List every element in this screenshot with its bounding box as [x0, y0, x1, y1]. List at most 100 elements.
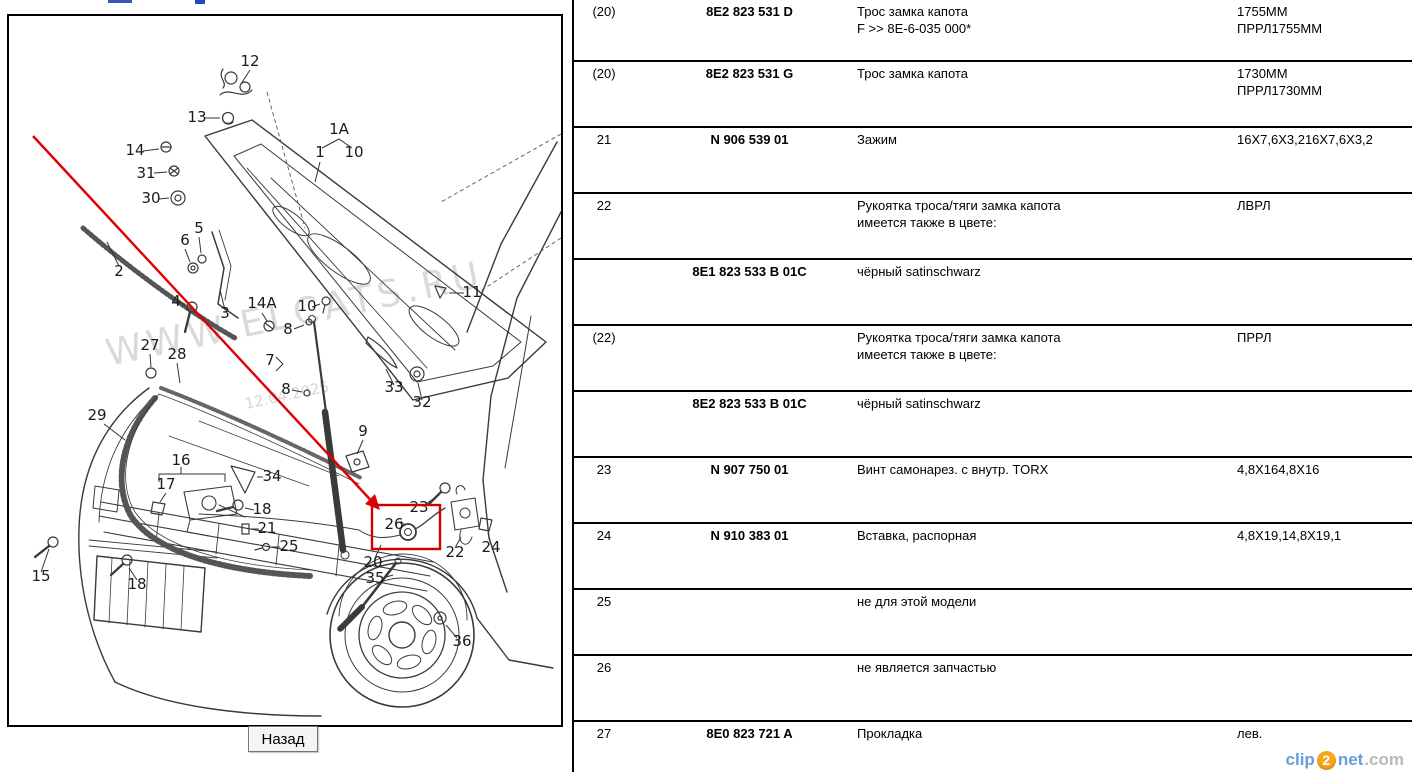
- clip2net-badge-icon: 2: [1316, 750, 1336, 770]
- table-row[interactable]: 26 не является запчастью: [574, 656, 1412, 722]
- part-number: 8E2 823 533 B 01C: [692, 396, 807, 411]
- part-position-number: (20): [592, 4, 616, 19]
- part-dimensions: лев.: [1237, 726, 1263, 741]
- diagram-part-label-13[interactable]: 13: [187, 108, 206, 126]
- part-description: Прокладка: [857, 726, 923, 741]
- part-description: чёрный satinschwarz: [857, 264, 981, 279]
- diagram-part-label-18[interactable]: 18: [127, 575, 146, 593]
- part-number: N 906 539 01: [710, 132, 789, 147]
- back-button[interactable]: Назад: [248, 726, 318, 752]
- table-row[interactable]: 21 N 906 539 01 Зажим 16X7,6X3,216X7,6X3…: [574, 128, 1412, 194]
- table-row[interactable]: 25 не для этой модели: [574, 590, 1412, 656]
- diagram-part-label-30[interactable]: 30: [141, 189, 160, 207]
- cropped-text-fragment: [195, 0, 205, 4]
- diagram-part-label-28[interactable]: 28: [167, 345, 186, 363]
- diagram-part-label-10[interactable]: 10: [297, 297, 316, 315]
- diagram-part-label-5[interactable]: 5: [194, 219, 204, 237]
- part-description: не является запчастью: [857, 660, 997, 675]
- part-number: 8E1 823 533 B 01C: [692, 264, 807, 279]
- part-description: Винт самонарез. с внутр. TORX: [857, 462, 1049, 477]
- table-row[interactable]: 23 N 907 750 01 Винт самонарез. с внутр.…: [574, 458, 1412, 524]
- diagram-part-label-4[interactable]: 4: [171, 292, 181, 310]
- clip2net-text-net: net: [1337, 750, 1364, 769]
- diagram-part-label-3[interactable]: 3: [220, 304, 230, 322]
- part-description: Вставка, распорная: [857, 528, 977, 543]
- diagram-part-label-1[interactable]: 1: [315, 143, 325, 161]
- diagram-part-label-6[interactable]: 6: [180, 231, 190, 249]
- part-position-number: 23: [596, 462, 612, 477]
- diagram-part-label-8[interactable]: 8: [283, 320, 293, 338]
- hood-drawing: [78, 119, 561, 717]
- diagram-part-label-27[interactable]: 27: [140, 336, 159, 354]
- part-position-number: 24: [596, 528, 612, 543]
- diagram-part-label-31[interactable]: 31: [136, 164, 155, 182]
- diagram-panel: WWW.ELCATS.RU 12.04.2025: [7, 14, 563, 727]
- part-position-number: (20): [592, 66, 616, 81]
- diagram-part-label-22[interactable]: 22: [445, 543, 464, 561]
- diagram-part-label-23[interactable]: 23: [409, 498, 428, 516]
- part-position-number: 25: [596, 594, 612, 609]
- part-position-number: 27: [596, 726, 612, 741]
- diagram-part-label-34[interactable]: 34: [262, 467, 281, 485]
- cropped-text-fragment: [108, 0, 132, 3]
- part-dimensions: ЛВРЛ: [1237, 198, 1271, 213]
- part-position-number: 21: [596, 132, 612, 147]
- diagram-part-label-9[interactable]: 9: [358, 422, 368, 440]
- diagram-part-label-26[interactable]: 26: [384, 515, 403, 533]
- parts-diagram-svg[interactable]: WWW.ELCATS.RU 12.04.2025: [9, 16, 561, 725]
- diagram-part-label-15[interactable]: 15: [31, 567, 50, 585]
- diagram-part-label-29[interactable]: 29: [87, 406, 106, 424]
- table-row[interactable]: 8E2 823 533 B 01C чёрный satinschwarz: [574, 392, 1412, 458]
- diagram-part-label-32[interactable]: 32: [412, 393, 431, 411]
- selection-overlay: [32, 135, 442, 551]
- diagram-part-label-17[interactable]: 17: [156, 475, 175, 493]
- diagram-part-label-7[interactable]: 7: [265, 351, 275, 369]
- table-row[interactable]: 8E1 823 533 B 01C чёрный satinschwarz: [574, 260, 1412, 326]
- table-row[interactable]: 27 8E0 823 721 A Прокладка лев.: [574, 722, 1412, 772]
- diagram-part-label-36[interactable]: 36: [452, 632, 471, 650]
- diagram-part-label-11[interactable]: 11: [462, 283, 481, 301]
- diagram-part-label-25[interactable]: 25: [279, 537, 298, 555]
- diagram-part-label-18[interactable]: 18: [252, 500, 271, 518]
- leader-lines: [40, 69, 561, 639]
- part-description: Зажим: [857, 132, 897, 147]
- diagram-part-label-33[interactable]: 33: [384, 378, 403, 396]
- diagram-part-label-14[interactable]: 14: [125, 141, 144, 159]
- part-dimensions: 4,8X19,14,8X19,1: [1237, 528, 1342, 543]
- diagram-part-label-35[interactable]: 35: [365, 569, 384, 587]
- diagram-part-label-2[interactable]: 2: [114, 262, 124, 280]
- part-position-number: 26: [596, 660, 612, 675]
- clip2net-text-clip: clip: [1285, 750, 1315, 769]
- part-number: 8E0 823 721 A: [706, 726, 793, 741]
- table-row[interactable]: (20) 8E2 823 531 G Трос замка капота 173…: [574, 62, 1412, 128]
- part-description: не для этой модели: [857, 594, 977, 609]
- diagram-part-label-14A[interactable]: 14A: [247, 294, 277, 312]
- part-dimensions: 16X7,6X3,216X7,6X3,2: [1237, 132, 1373, 147]
- diagram-part-label-1A[interactable]: 1A: [329, 120, 350, 138]
- part-number: 8E2 823 531 D: [706, 4, 793, 19]
- diagram-part-label-20[interactable]: 20: [363, 553, 382, 571]
- diagram-part-label-10[interactable]: 10: [344, 143, 363, 161]
- diagram-part-label-8[interactable]: 8: [281, 380, 291, 398]
- diagram-part-label-24[interactable]: 24: [481, 538, 500, 556]
- part-dimensions: 4,8X164,8X16: [1237, 462, 1320, 477]
- diagram-part-label-12[interactable]: 12: [240, 52, 259, 70]
- part-number: N 907 750 01: [710, 462, 789, 477]
- part-number: 8E2 823 531 G: [705, 66, 794, 81]
- diagram-part-label-16[interactable]: 16: [171, 451, 190, 469]
- table-row[interactable]: 24 N 910 383 01 Вставка, распорная 4,8X1…: [574, 524, 1412, 590]
- part-number: N 910 383 01: [710, 528, 789, 543]
- part-description: чёрный satinschwarz: [857, 396, 981, 411]
- diagram-part-label-21[interactable]: 21: [257, 519, 276, 537]
